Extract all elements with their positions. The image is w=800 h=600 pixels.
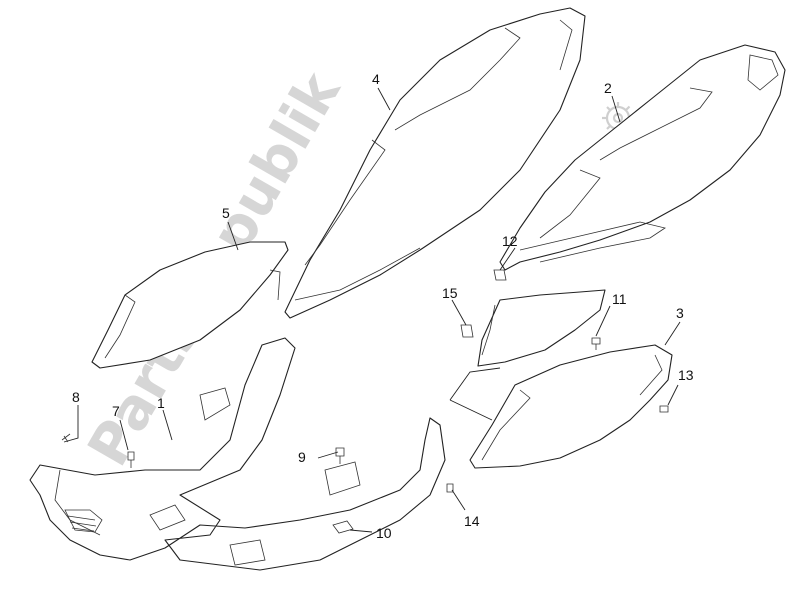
part-5-front-panel <box>91 241 289 369</box>
callout-11: 11 <box>612 291 627 307</box>
part-3-lower-right-panel <box>469 344 673 469</box>
callout-12: 12 <box>502 233 518 249</box>
callout-14: 14 <box>464 513 480 529</box>
clip-10-icon <box>332 520 354 534</box>
callout-4: 4 <box>372 71 380 87</box>
clip-12-icon <box>493 269 507 281</box>
callout-1: 1 <box>157 395 165 411</box>
part-4-side-panel-left <box>284 7 586 319</box>
callout-9: 9 <box>298 449 306 465</box>
screw-7-icon <box>127 451 135 468</box>
callout-7: 7 <box>112 403 120 419</box>
leader-lines <box>63 87 681 533</box>
part-1-lower-floor-frame <box>29 337 446 571</box>
callout-3: 3 <box>676 305 684 321</box>
clip-15-icon <box>460 324 474 338</box>
screw-11-icon <box>591 337 601 350</box>
callout-13: 13 <box>678 367 694 383</box>
callout-15: 15 <box>442 285 458 301</box>
callout-10: 10 <box>376 525 392 541</box>
callout-5: 5 <box>222 205 230 221</box>
callout-8: 8 <box>72 389 80 405</box>
part-2-inner-lower-piece <box>477 289 606 367</box>
callouts: 4 2 3 5 1 7 8 9 10 11 12 13 14 15 <box>72 71 694 541</box>
nut-9-icon <box>335 447 345 464</box>
callout-2: 2 <box>604 80 612 96</box>
screw-13-icon <box>659 405 669 413</box>
part-2-side-panel-right <box>499 44 786 271</box>
